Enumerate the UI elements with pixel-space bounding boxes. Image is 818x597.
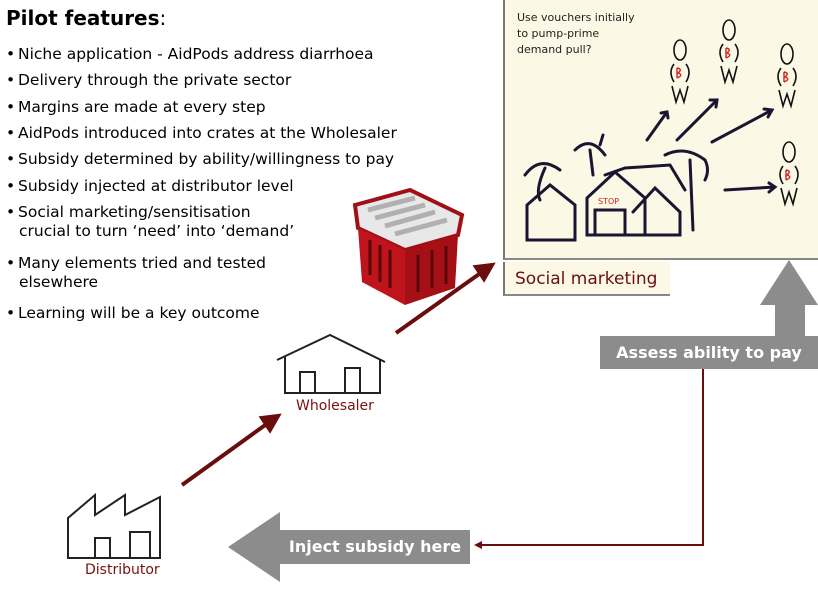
left-arrow-icon [228,512,280,582]
arrowhead-icon [472,262,496,283]
distributor-factory-icon [67,492,161,559]
page-title: Pilot features: [6,6,167,30]
arrow-wholesaler-to-market [394,270,484,335]
person-icon [777,43,797,109]
arrow-distributor-to-wholesaler [180,421,270,487]
bullet-item: •AidPods introduced into crates at the W… [6,124,397,142]
arrowhead-icon [258,413,282,434]
bullet-item: •Niche application - AidPods address dia… [6,45,374,63]
inject-subsidy-box: Inject subsidy here [280,530,470,564]
arrow-icon [710,107,775,144]
shop-sign: STOP [598,197,619,206]
social-marketing-panel: Use vouchers initially to pump-prime dem… [503,0,818,260]
village-sketch: STOP [523,19,799,242]
up-arrow-icon [760,260,818,336]
hut-icon [525,183,577,242]
bullet-item: •Subsidy injected at distributor level [6,177,294,195]
arrowhead-icon [474,541,482,549]
bullet-item: •Subsidy determined by ability/willingne… [6,150,395,168]
distributor-label: Distributor [85,562,160,578]
person-icon [670,39,690,105]
voucher-note: Use vouchers initially to pump-prime dem… [517,11,635,56]
person-icon [779,141,799,207]
bullet-item: •Delivery through the private sector [6,71,292,89]
bullet-item: •Learning will be a key outcome [6,304,260,322]
arrow-icon [723,181,778,194]
person-icon [719,19,739,85]
wholesaler-house-icon [276,333,386,394]
wholesaler-label: Wholesaler [296,398,374,414]
aidpods-crate-icon [352,187,465,305]
social-marketing-label: Social marketing [503,262,670,296]
customer-figures [670,19,799,207]
arrow-icon [675,98,719,142]
subsidy-feedback-line [480,369,704,546]
hut-icon [631,185,682,237]
arrow-icon [645,110,670,142]
bullet-item: •Margins are made at every step [6,98,266,116]
assess-ability-to-pay-box: Assess ability to pay [600,336,818,369]
